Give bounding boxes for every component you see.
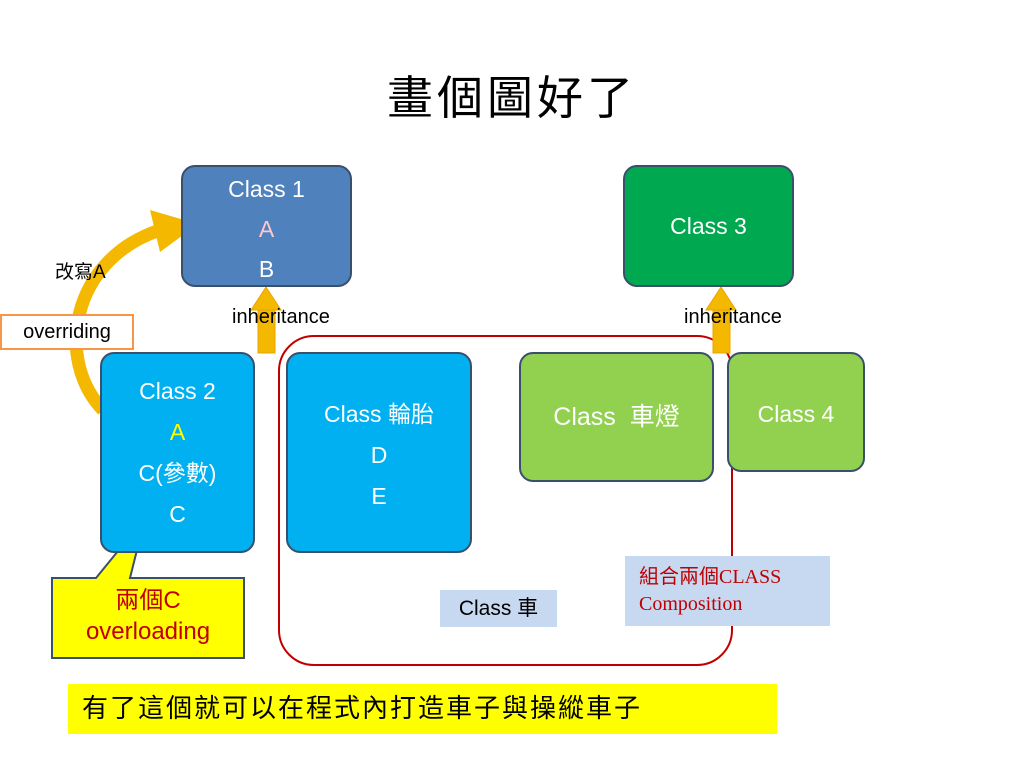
overriding-curved-arrow (69, 223, 163, 415)
class4-box: Class 4 (727, 352, 865, 472)
composition-note: 組合兩個CLASS Composition (625, 556, 830, 626)
overloading-callout-text: 兩個C overloading (52, 578, 244, 658)
slide-title: 畫個圖好了 (387, 71, 637, 125)
class1-box: Class 1 A B (181, 165, 352, 287)
car-class-label: Class 車 (440, 590, 557, 627)
inheritance-label-left: inheritance (232, 306, 330, 328)
class3-box: Class 3 (623, 165, 794, 287)
bottom-summary: 有了這個就可以在程式內打造車子與操縱車子 (68, 684, 777, 734)
override-note: 改寫A (55, 262, 106, 283)
composition-line1: 組合兩個CLASS (639, 566, 782, 588)
class2-name: Class 2 (139, 377, 216, 404)
class1-member-b: B (258, 256, 275, 282)
overloading-callout (51, 517, 245, 659)
class3-name: Class 3 (670, 212, 747, 239)
class1-name: Class 1 (228, 176, 305, 202)
overloading-line1: 兩個C (115, 587, 181, 614)
overloading-line2: overloading (85, 618, 211, 645)
composition-line2: Composition (639, 593, 743, 615)
class4-name: Class 4 (757, 401, 835, 427)
class2-member-c: C (169, 500, 186, 527)
lamp-class-box: Class 車燈 (519, 352, 714, 482)
class1-member-a: A (258, 216, 275, 242)
tire-member-d: D (370, 442, 388, 468)
tire-class-name: Class 輪胎 (324, 401, 434, 427)
inheritance-arrow-left-head (250, 286, 282, 311)
class2-member-c-param: C(參數) (138, 459, 217, 486)
inheritance-label-right: inheritance (684, 306, 782, 328)
car-composition-border (278, 335, 733, 666)
lamp-class-name: Class 車燈 (553, 402, 680, 431)
class2-box: Class 2 A C(參數) C (100, 352, 255, 553)
tire-class-box: Class 輪胎 D E (286, 352, 472, 553)
tire-member-e: E (371, 483, 387, 509)
overriding-tag: overriding (0, 314, 134, 350)
inheritance-arrow-right-head (705, 286, 737, 311)
class2-member-a: A (169, 418, 186, 445)
